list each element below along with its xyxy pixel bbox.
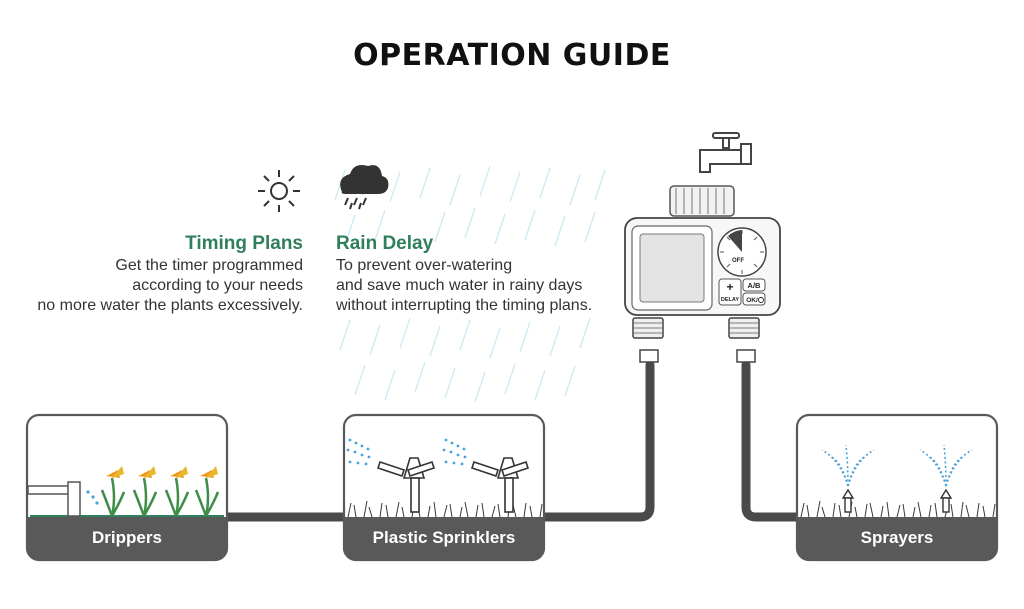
rain-delay-heading: Rain Delay xyxy=(336,233,434,254)
sprayer-head-icon xyxy=(841,488,953,513)
timing-plans-heading: Timing Plans xyxy=(185,233,303,254)
timing-plans-line: no more water the plants excessively. xyxy=(37,297,303,314)
sun-icon xyxy=(258,170,300,212)
power-icon xyxy=(758,297,764,303)
plastic-sprinklers-card xyxy=(342,413,546,562)
ab-key-label: A/B xyxy=(748,281,762,290)
impact-sprinkler-icon xyxy=(376,457,436,513)
ok-key-label: OK/ xyxy=(746,297,758,304)
ab-button[interactable] xyxy=(742,278,766,292)
sprayers-label: Sprayers xyxy=(860,528,934,547)
flower-plants xyxy=(100,466,220,517)
plus-key-label: + xyxy=(726,280,733,294)
spray-arcs xyxy=(821,444,973,487)
drippers-card xyxy=(25,413,229,562)
impact-sprinkler-icon xyxy=(470,457,530,513)
water-spray xyxy=(346,438,467,466)
dial-off-label: OFF xyxy=(732,258,744,264)
drippers-label: Drippers xyxy=(92,528,162,547)
sprayers-card xyxy=(795,413,999,562)
timing-plans-line: Get the timer programmed xyxy=(115,257,303,274)
rain-delay-line: and save much water in rainy days xyxy=(336,277,583,294)
delay-key-label: DELAY xyxy=(721,297,739,303)
hoses xyxy=(221,360,805,522)
dripper-pipe xyxy=(27,481,81,517)
water-timer-icon: OFF + DELAY A/B OK/ xyxy=(624,185,781,363)
plastic-sprinklers-label: Plastic Sprinklers xyxy=(372,528,516,547)
rain-delay-description: To prevent over-watering and save much w… xyxy=(336,256,592,316)
faucet-icon xyxy=(699,132,752,173)
rain-cloud-icon xyxy=(340,165,389,210)
plus-delay-button[interactable] xyxy=(718,278,742,306)
timing-plans-line: according to your needs xyxy=(132,277,303,294)
timing-plans-description: Get the timer programmed according to yo… xyxy=(37,256,303,316)
rain-delay-line: To prevent over-watering xyxy=(336,257,513,274)
page-title: OPERATION GUIDE xyxy=(353,38,671,73)
grass xyxy=(800,500,996,518)
rain-delay-line: without interrupting the timing plans. xyxy=(336,297,593,314)
water-drops xyxy=(86,490,99,505)
rain-streaks xyxy=(334,164,606,403)
